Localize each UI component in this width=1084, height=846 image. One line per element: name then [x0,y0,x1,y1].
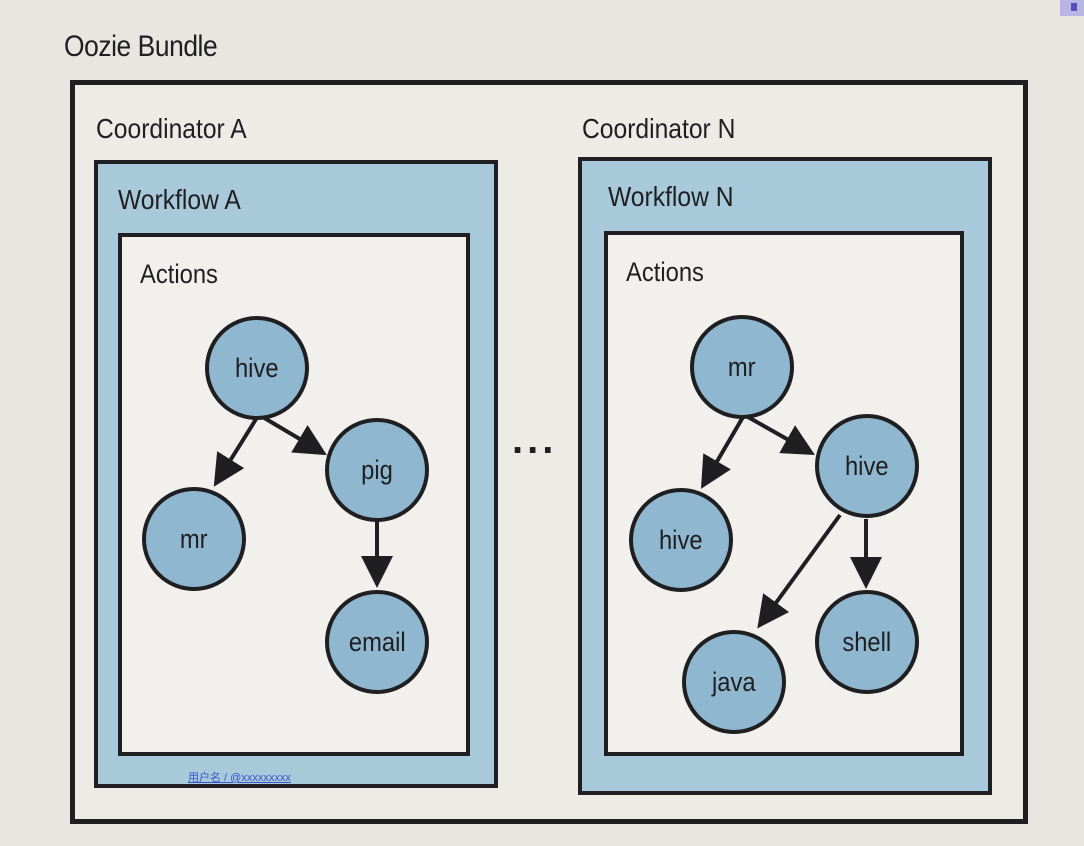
node-pig: pig [325,418,429,522]
actions-n-label: Actions [626,257,704,287]
node-hive: hive [629,488,733,592]
node-hive: hive [815,414,919,518]
corner-app-icon [1060,0,1084,16]
node-mr: mr [142,487,246,591]
node-hive: hive [205,316,309,420]
ellipsis: ... [512,418,558,462]
node-email: email [325,590,429,694]
workflow-n-label: Workflow N [608,181,734,212]
watermark-link[interactable]: 用户名 / @xxxxxxxxx [188,772,291,784]
coordinator-a-label: Coordinator A [96,113,247,144]
node-java: java [682,630,786,734]
node-mr: mr [690,315,794,419]
coordinator-n-label: Coordinator N [582,113,736,144]
workflow-a-label: Workflow A [118,184,241,215]
actions-a-label: Actions [140,259,218,289]
bundle-title: Oozie Bundle [64,30,218,63]
node-shell: shell [815,590,919,694]
